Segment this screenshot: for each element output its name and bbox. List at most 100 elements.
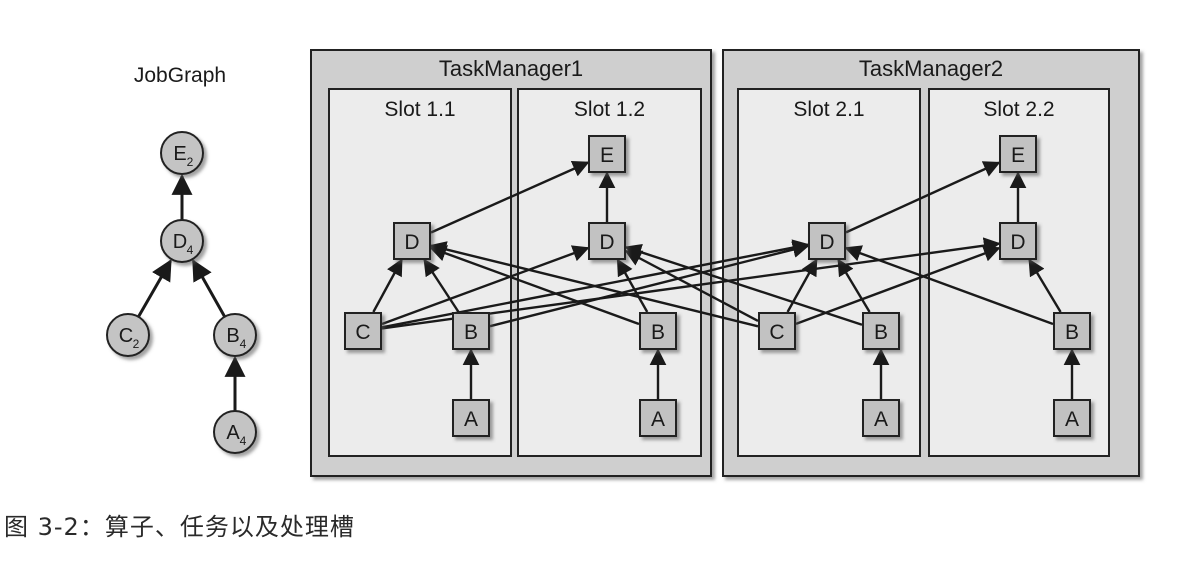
figure-caption: 图 3-2：算子、任务以及处理槽 [4, 513, 355, 541]
task-node: B [1053, 312, 1091, 350]
jobgraph-edge [137, 259, 172, 318]
task-node-box [862, 399, 900, 437]
jobgraph-node-circle [106, 313, 150, 357]
task-edge [423, 258, 460, 313]
jobgraph-node-circle [213, 313, 257, 357]
task-nodes: D C B A E D B A D C B A E D B A [344, 135, 1091, 437]
task-node-box [344, 312, 382, 350]
slot: Slot 1.1 [328, 88, 512, 457]
task-node: D [808, 222, 846, 260]
jobgraph-node-circle [160, 219, 204, 263]
task-node: B [452, 312, 490, 350]
task-node: A [1053, 399, 1091, 437]
task-node-label: E [600, 144, 614, 167]
task-edge [429, 245, 640, 326]
task-node-label: B [651, 321, 665, 344]
task-node: E [588, 135, 626, 173]
slot-title: Slot 1.2 [574, 98, 645, 121]
task-node-box [588, 135, 626, 173]
slot-title: Slot 2.1 [793, 98, 864, 121]
task-node-box [452, 399, 490, 437]
slot-title: Slot 2.2 [983, 98, 1054, 121]
jobgraph-node-subscript: 4 [240, 337, 247, 351]
task-edge [624, 249, 759, 323]
task-edge [616, 258, 649, 313]
jobgraph-node-subscript: 2 [187, 155, 194, 169]
task-node-label: D [599, 231, 614, 254]
task-node: D [999, 222, 1037, 260]
task-node-label: B [1065, 321, 1079, 344]
task-node: C [758, 312, 796, 350]
task-node-box [999, 135, 1037, 173]
task-node-box [862, 312, 900, 350]
task-node-box [639, 399, 677, 437]
task-node-label: A [874, 408, 888, 431]
task-node-label: E [1011, 144, 1025, 167]
slot-box [328, 88, 512, 457]
task-edge [489, 241, 810, 328]
task-node-box [999, 222, 1037, 260]
task-node-label: C [355, 321, 370, 344]
task-node-box [1053, 399, 1091, 437]
task-node-box [393, 222, 431, 260]
task-edge [372, 258, 403, 313]
task-edge [430, 160, 590, 234]
jobgraph-title: JobGraph [134, 64, 226, 87]
jobgraph-node-label: C [119, 325, 133, 347]
task-node-label: D [1010, 231, 1025, 254]
task-edge [786, 258, 818, 313]
task-node: C [344, 312, 382, 350]
jobgraph-node-circle [160, 131, 204, 175]
jobgraph-node-circle [213, 410, 257, 454]
task-node: E [999, 135, 1037, 173]
task-edge [624, 243, 863, 326]
task-node-label: A [651, 408, 665, 431]
task-edge [1028, 258, 1062, 313]
task-edge [381, 245, 590, 326]
slot-title: Slot 1.1 [384, 98, 455, 121]
task-node-box [452, 312, 490, 350]
task-node: D [393, 222, 431, 260]
jobgraph-edges [137, 173, 246, 411]
task-node-label: D [819, 231, 834, 254]
task-node: D [588, 222, 626, 260]
jobgraph-node-subscript: 4 [187, 243, 194, 257]
task-node-box [758, 312, 796, 350]
task-edge [837, 258, 871, 313]
task-edge [795, 245, 1001, 326]
task-node-label: C [769, 321, 784, 344]
jobgraph-node-label: A [226, 422, 240, 444]
task-node-box [1053, 312, 1091, 350]
jobgraph-node-subscript: 4 [240, 434, 247, 448]
task-node: B [639, 312, 677, 350]
task-edge [429, 241, 759, 328]
task-node: A [639, 399, 677, 437]
task-node-label: B [464, 321, 478, 344]
task-edge [845, 161, 1001, 234]
task-node: A [452, 399, 490, 437]
task-node-label: A [1065, 408, 1079, 431]
jobgraph-node-label: B [226, 325, 239, 347]
task-manager-title: TaskManager2 [859, 56, 1003, 81]
jobgraph-node-label: D [173, 231, 187, 253]
task-node-box [639, 312, 677, 350]
slot: Slot 2.1 [737, 88, 921, 457]
task-node-box [808, 222, 846, 260]
task-node-label: A [464, 408, 478, 431]
task-node-label: D [404, 231, 419, 254]
task-node: A [862, 399, 900, 437]
jobgraph-node-label: E [173, 143, 186, 165]
jobgraph-node-subscript: 2 [133, 337, 140, 351]
task-manager-title: TaskManager1 [439, 56, 583, 81]
task-node: B [862, 312, 900, 350]
task-node-label: B [874, 321, 888, 344]
slot-box [737, 88, 921, 457]
